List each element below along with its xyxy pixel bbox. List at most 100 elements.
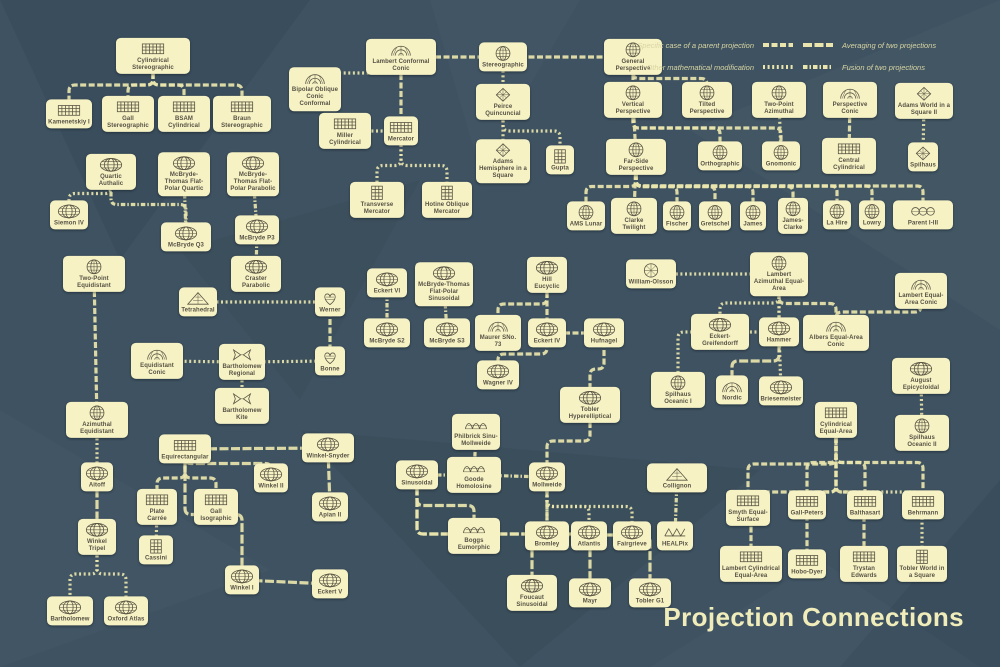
connector-edge (545, 477, 634, 536)
node-label: Spilhaus Oceanic II (907, 434, 937, 448)
node-label: Mollweide (532, 482, 562, 489)
node-label: Tobler G1 (635, 598, 665, 605)
node-label: Gnomonic (765, 161, 797, 168)
node-barth-regional: Bartholomew Regional (219, 343, 265, 381)
node-eckert-greif: Eckert-Greifendorff (691, 313, 749, 351)
ellipse-icon (908, 361, 934, 377)
node-eckert-vi: Eckert VI (367, 268, 407, 298)
ellipse-icon (534, 465, 560, 481)
node-label: Central Cylindrical (833, 157, 865, 171)
cone-icon (823, 318, 849, 334)
node-label: William-Olsson (628, 279, 674, 286)
node-label: BSAM Cylindrical (168, 115, 200, 129)
node-fairgrieve: Fairgrieve (613, 521, 651, 551)
squaregrid-icon (434, 185, 460, 201)
globe-icon (623, 142, 649, 158)
node-central-cyl: Central Cylindrical (822, 137, 876, 175)
grid-icon (910, 493, 936, 509)
kite-icon (229, 347, 255, 363)
ellipse-icon (84, 522, 110, 538)
ellipse-icon (240, 155, 266, 171)
ellipse-icon (431, 265, 457, 281)
node-two-point-eq: Two-Point Equidistant (63, 255, 125, 293)
node-mt-fpp: McBryde-Thomas Flat-Polar Parabolic (227, 152, 279, 196)
node-label: Mayr (582, 598, 598, 605)
connector-edge (399, 131, 449, 200)
node-label: McBryde-Thomas Flat-Polar Sinusoidal (418, 282, 470, 303)
node-label: Hill Eucyclic (534, 276, 560, 290)
node-maurer: Maurer SNo. 73 (475, 314, 521, 352)
node-winkel-i: Winkel I (225, 565, 259, 595)
connector-edge (805, 420, 838, 564)
node-mcbryde-s2: McBryde S2 (364, 318, 410, 348)
ellipse-icon (766, 320, 792, 336)
node-label: Azimuthal Equidistant (80, 421, 114, 435)
node-peirce: Peirce Quincuncial (476, 83, 530, 121)
grid-icon (203, 492, 229, 508)
ellipse-icon (577, 581, 603, 597)
grid-icon (794, 552, 820, 568)
node-label: Winkel Tripel (87, 538, 107, 552)
node-label: Philbrick Sinu-Mollweide (454, 433, 498, 447)
legend-label: Fusion of two projections (842, 62, 925, 72)
node-label: Lambert Conformal Conic (372, 58, 430, 72)
node-label: Lambert Azimuthal Equal-Area (753, 272, 805, 293)
connector-edge (126, 56, 155, 114)
node-label: Eckert VI (373, 288, 401, 295)
legend-line-swatch (802, 58, 834, 76)
node-label: Fairgrieve (617, 541, 647, 548)
node-label: Winkel-Snyder (306, 453, 350, 460)
node-label: Craster Parabolic (242, 275, 270, 289)
diamond-icon (490, 87, 516, 103)
node-mt-fps: McBryde-Thomas Flat-Polar Sinusoidal (415, 262, 473, 306)
node-label: Tobler World in a Square (899, 565, 945, 579)
node-gretschel: Gretschel (699, 201, 731, 231)
cone-icon (485, 318, 511, 334)
node-label: Bartholomew (50, 616, 90, 623)
node-behrmann: Behrmann (902, 490, 944, 520)
node-label: Bipolar Oblique Conic Conformal (291, 87, 339, 108)
node-label: Far-Side Perspective (618, 158, 654, 172)
node-label: Lambert Equal-Area Conic (898, 292, 944, 306)
node-cyl-ea: Cylindrical Equal-Area (815, 401, 857, 439)
ellipse-icon (173, 225, 199, 241)
node-siemon: Siemon IV (50, 200, 88, 230)
node-label: Aitoff (88, 482, 106, 489)
ellipse-icon (171, 155, 197, 171)
node-general-persp: General Perspective (604, 38, 662, 76)
node-label: Cassini (144, 555, 168, 562)
node-transverse-mercator: Transverse Mercator (350, 181, 404, 219)
node-label: Two-Point Azimuthal (764, 101, 794, 115)
globe-icon (859, 203, 885, 219)
node-bartholomew: Bartholomew (47, 596, 93, 626)
node-label: James (743, 221, 763, 228)
node-fischer: Fischer (663, 201, 691, 231)
globe-icon (490, 45, 516, 61)
ellipse-icon (374, 271, 400, 287)
node-label: Transverse Mercator (360, 201, 394, 215)
node-quartic-authalic: Quartic Authalic (86, 153, 136, 191)
node-hobo-dyer: Hobo-Dyer (788, 549, 826, 579)
ellipse-icon (485, 363, 511, 379)
connector-edge (92, 273, 99, 421)
node-label: Behrmann (907, 510, 939, 517)
ellipse-icon (57, 599, 83, 615)
node-vertical-persp: Vertical Perspective (604, 81, 662, 119)
node-equidistant-conic: Equidistant Conic (131, 342, 183, 380)
node-label: Wagner IV (482, 380, 513, 387)
connector-edge (155, 449, 187, 507)
node-winkel-tripel: Winkel Tripel (78, 518, 116, 556)
globe-icon (766, 85, 792, 101)
grid-icon (851, 549, 877, 565)
node-label: Maurer SNo. 73 (479, 334, 517, 348)
node-label: Bartholomew Kite (222, 407, 262, 421)
node-label: Miller Cylindrical (329, 132, 361, 146)
connector-edge (634, 157, 925, 215)
squaregrid-icon (143, 538, 169, 554)
node-mercator: Mercator (384, 116, 418, 146)
node-label: Gupta (551, 165, 569, 172)
node-label: McBryde P3 (239, 235, 275, 242)
node-label: August Epicycloidal (902, 377, 940, 391)
node-tetrahedral: Tetrahedral (179, 287, 217, 317)
node-label: Hammer (766, 337, 792, 344)
